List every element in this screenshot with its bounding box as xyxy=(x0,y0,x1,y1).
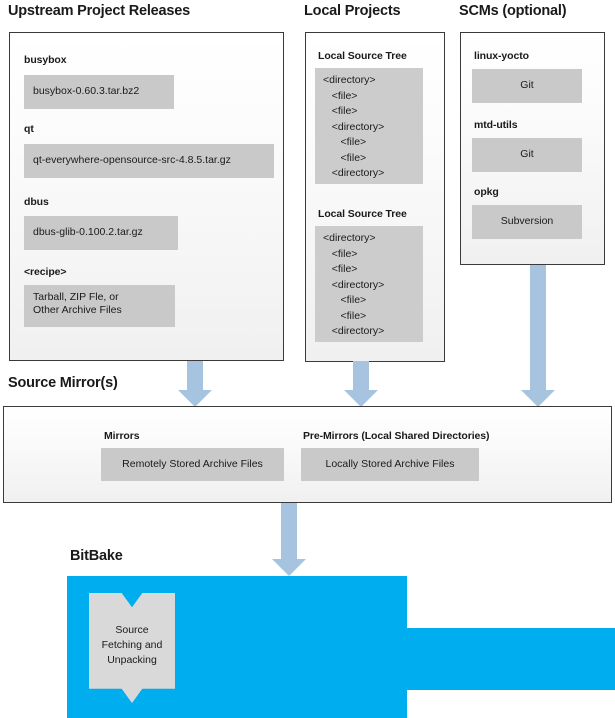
pre-mirrors-label: Pre-Mirrors (Local Shared Directories) xyxy=(303,430,490,442)
local-source-tree-2-text: <directory> <file> <file> <directory> <f… xyxy=(323,232,385,338)
upstream-item-label-recipe: <recipe> xyxy=(24,266,67,278)
upstream-section-title: Upstream Project Releases xyxy=(8,3,190,19)
arrow-upstream-to-mirrors xyxy=(178,361,212,407)
local-source-tree-2: <directory> <file> <file> <directory> <f… xyxy=(315,226,423,342)
source-fetching-and-unpacking-task: Source Fetching and Unpacking xyxy=(89,593,175,703)
arrow-scms-to-mirrors xyxy=(521,265,555,407)
upstream-item-label-dbus: dbus xyxy=(24,196,49,208)
scm-item-value-opkg: Subversion xyxy=(472,205,582,239)
upstream-item-value-busybox: busybox-0.60.3.tar.bz2 xyxy=(24,75,174,109)
upstream-item-label-qt: qt xyxy=(24,123,34,135)
arrow-mirrors-to-bitbake xyxy=(272,503,306,577)
scm-item-label-mtd-utils: mtd-utils xyxy=(474,119,518,131)
local-source-tree-label-2: Local Source Tree xyxy=(318,208,407,220)
source-fetching-and-unpacking-label: Source Fetching and Unpacking xyxy=(101,623,163,666)
local-projects-section-title: Local Projects xyxy=(304,3,401,19)
scms-section-title: SCMs (optional) xyxy=(459,3,567,19)
local-source-tree-1: <directory> <file> <file> <directory> <f… xyxy=(315,68,423,184)
source-mirrors-section-title: Source Mirror(s) xyxy=(8,375,118,391)
bitbake-section-title: BitBake xyxy=(70,548,123,564)
mirrors-label: Mirrors xyxy=(104,430,140,442)
upstream-item-value-dbus: dbus-glib-0.100.2.tar.gz xyxy=(24,216,178,250)
scm-item-value-linux-yocto: Git xyxy=(472,69,582,103)
upstream-item-label-busybox: busybox xyxy=(24,54,67,66)
scm-item-value-mtd-utils: Git xyxy=(472,138,582,172)
pre-mirrors-value: Locally Stored Archive Files xyxy=(301,448,479,481)
local-source-tree-1-text: <directory> <file> <file> <directory> <f… xyxy=(323,74,385,180)
scm-item-label-opkg: opkg xyxy=(474,186,499,198)
upstream-item-value-recipe: Tarball, ZIP Fle, or Other Archive Files xyxy=(24,285,175,327)
scm-item-label-linux-yocto: linux-yocto xyxy=(474,50,529,62)
mirrors-value: Remotely Stored Archive Files xyxy=(101,448,284,481)
bitbake-pipeline-arm xyxy=(407,628,615,690)
upstream-item-value-qt: qt-everywhere-opensource-src-4.8.5.tar.g… xyxy=(24,144,274,178)
local-source-tree-label-1: Local Source Tree xyxy=(318,50,407,62)
arrow-local-projects-to-mirrors xyxy=(344,361,378,407)
